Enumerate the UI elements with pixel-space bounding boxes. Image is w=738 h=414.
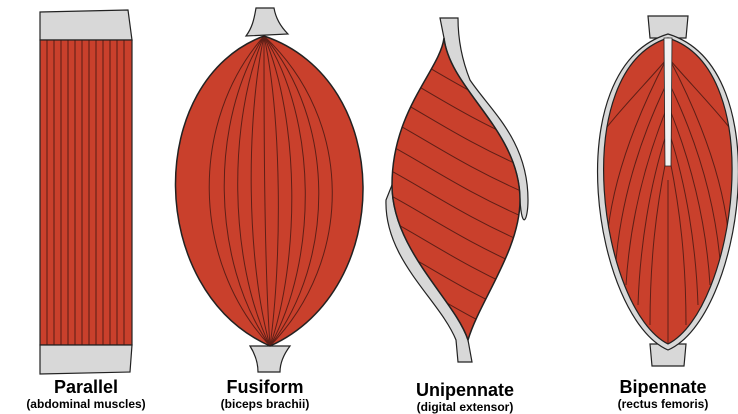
- bipennate-central-tendon: [664, 38, 672, 166]
- unipennate-muscle: [380, 18, 530, 362]
- bipennate-muscle: [590, 16, 738, 366]
- fusiform-top-tendon: [246, 8, 288, 36]
- caption-fusiform: Fusiform (biceps brachii): [190, 377, 340, 411]
- fusiform-belly: [175, 36, 363, 346]
- parallel-bottom-tendon: [40, 345, 132, 374]
- muscle-example: (rectus femoris): [588, 397, 738, 411]
- muscle-example: (biceps brachii): [190, 397, 340, 411]
- fusiform-bottom-tendon: [250, 346, 290, 372]
- parallel-muscle: [40, 10, 132, 374]
- muscle-name: Fusiform: [190, 377, 340, 397]
- muscle-example: (abdominal muscles): [6, 397, 166, 411]
- caption-bipennate: Bipennate (rectus femoris): [588, 377, 738, 411]
- muscle-example: (digital extensor): [385, 400, 545, 414]
- caption-unipennate: Unipennate (digital extensor): [385, 380, 545, 414]
- parallel-top-tendon: [40, 10, 132, 40]
- muscle-name: Unipennate: [385, 380, 545, 400]
- muscle-name: Parallel: [6, 377, 166, 397]
- fusiform-muscle: [175, 8, 363, 372]
- caption-parallel: Parallel (abdominal muscles): [6, 377, 166, 411]
- muscle-name: Bipennate: [588, 377, 738, 397]
